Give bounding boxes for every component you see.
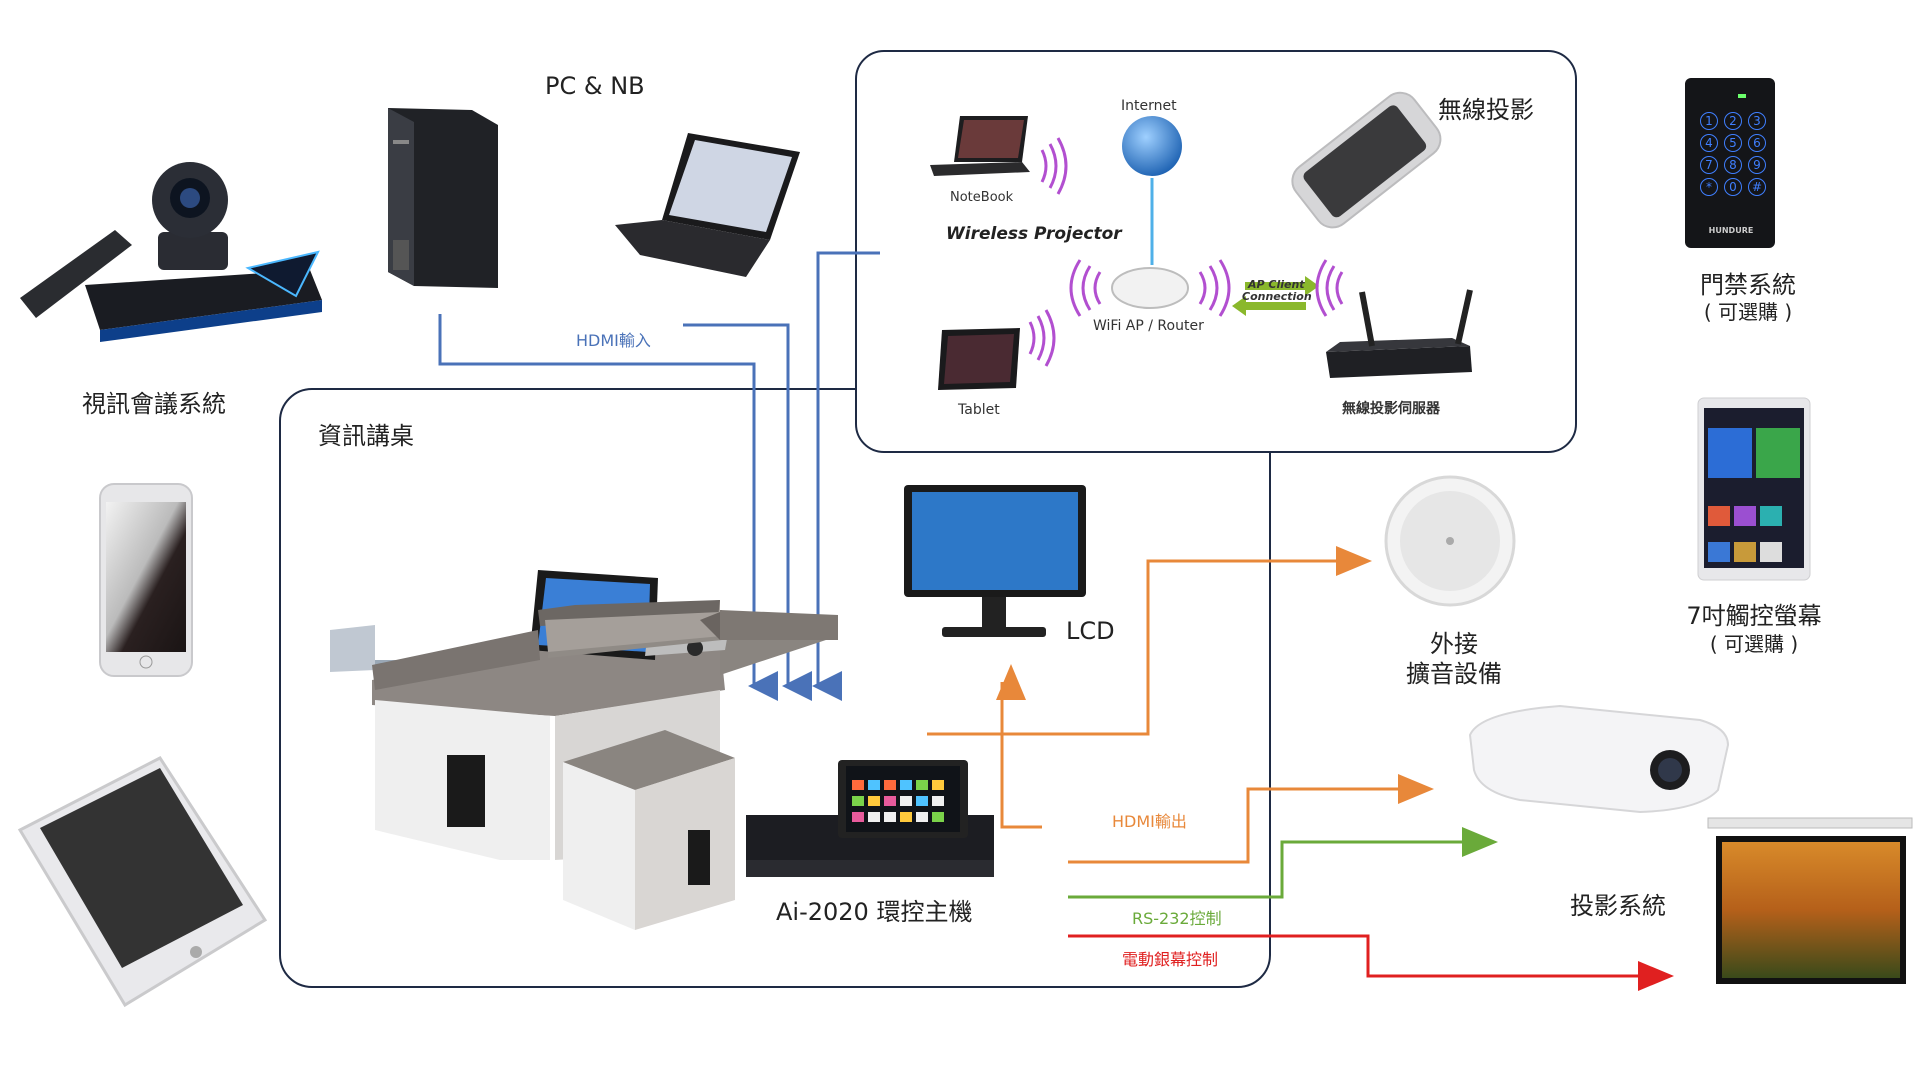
wireless-panel-graphics [930, 91, 1473, 390]
controller-device [746, 760, 994, 877]
keypad-key: 4 [1700, 134, 1718, 152]
keypad-key: # [1748, 178, 1766, 196]
tablet [17, 756, 268, 1008]
keypad-key: 2 [1724, 112, 1742, 130]
keypad-key: * [1700, 178, 1718, 196]
hdmi-input-lines [438, 251, 880, 701]
ceiling-speaker [1384, 475, 1516, 607]
keypad-grid: 1 2 3 4 5 6 7 8 9 * 0 # [1700, 112, 1772, 196]
keypad-key: 0 [1724, 178, 1742, 196]
touch-panel-device [1697, 397, 1811, 581]
keypad-key: 7 [1700, 156, 1718, 174]
keypad-key: 6 [1748, 134, 1766, 152]
hdmi-output-lines [927, 546, 1434, 864]
video-conference-device [20, 162, 322, 342]
access-control-label: 門禁系統 [1700, 271, 1796, 299]
internet-label: Internet [1121, 98, 1177, 114]
access-control-optional: ( 可選購 ) [1703, 300, 1793, 324]
podium-box [279, 388, 1271, 988]
touch-screen-label: 7吋觸控螢幕 [1686, 602, 1822, 630]
speaker-label-line2: 擴音設備 [1406, 660, 1502, 688]
notebook-label: NoteBook [950, 190, 1014, 205]
screen-control-label: 電動銀幕控制 [1122, 950, 1219, 969]
keypad-key: 3 [1748, 112, 1766, 130]
laptop [615, 133, 800, 277]
lcd-label: LCD [1066, 617, 1115, 645]
video-conference-label: 視訊會議系統 [82, 390, 226, 418]
wifi-ap-label: WiFi AP / Router [1093, 318, 1204, 334]
wireless-projector-label: Wireless Projector [946, 224, 1122, 244]
tablet-label: Tablet [958, 402, 1000, 418]
pc-nb-label: PC & NB [545, 72, 645, 100]
wireless-projection-label: 無線投影 [1438, 96, 1534, 124]
screen-control-line [1068, 934, 1674, 991]
lcd-monitor [904, 485, 1086, 637]
controller-label: Ai-2020 環控主機 [776, 898, 973, 926]
hdmi-input-label: HDMI輸入 [576, 331, 651, 350]
projector [1468, 704, 1730, 814]
podium-cabinet [563, 730, 735, 930]
desktop-pc [388, 108, 498, 288]
rs232-label: RS-232控制 [1132, 909, 1222, 928]
wireless-server-label: 無線投影伺服器 [1342, 401, 1440, 417]
projection-screen [1707, 817, 1913, 984]
ap-client-label-1: AP Client [1248, 278, 1305, 291]
rs232-line [1068, 827, 1498, 899]
keypad-key: 5 [1724, 134, 1742, 152]
keypad-brand: HUNDURE [1708, 226, 1754, 235]
podium-label: 資訊講桌 [318, 422, 414, 450]
keypad-key: 9 [1748, 156, 1766, 174]
podium-desk [330, 570, 838, 860]
smartphone [99, 483, 193, 677]
hdmi-output-label: HDMI輸出 [1112, 812, 1187, 831]
touch-screen-optional: ( 可選購 ) [1709, 632, 1799, 656]
projection-system-label: 投影系統 [1570, 892, 1666, 920]
ap-client-label-2: Connection [1242, 290, 1312, 303]
keypad-key: 8 [1724, 156, 1742, 174]
keypad-key: 1 [1700, 112, 1718, 130]
speaker-label-line1: 外接 [1430, 630, 1478, 658]
